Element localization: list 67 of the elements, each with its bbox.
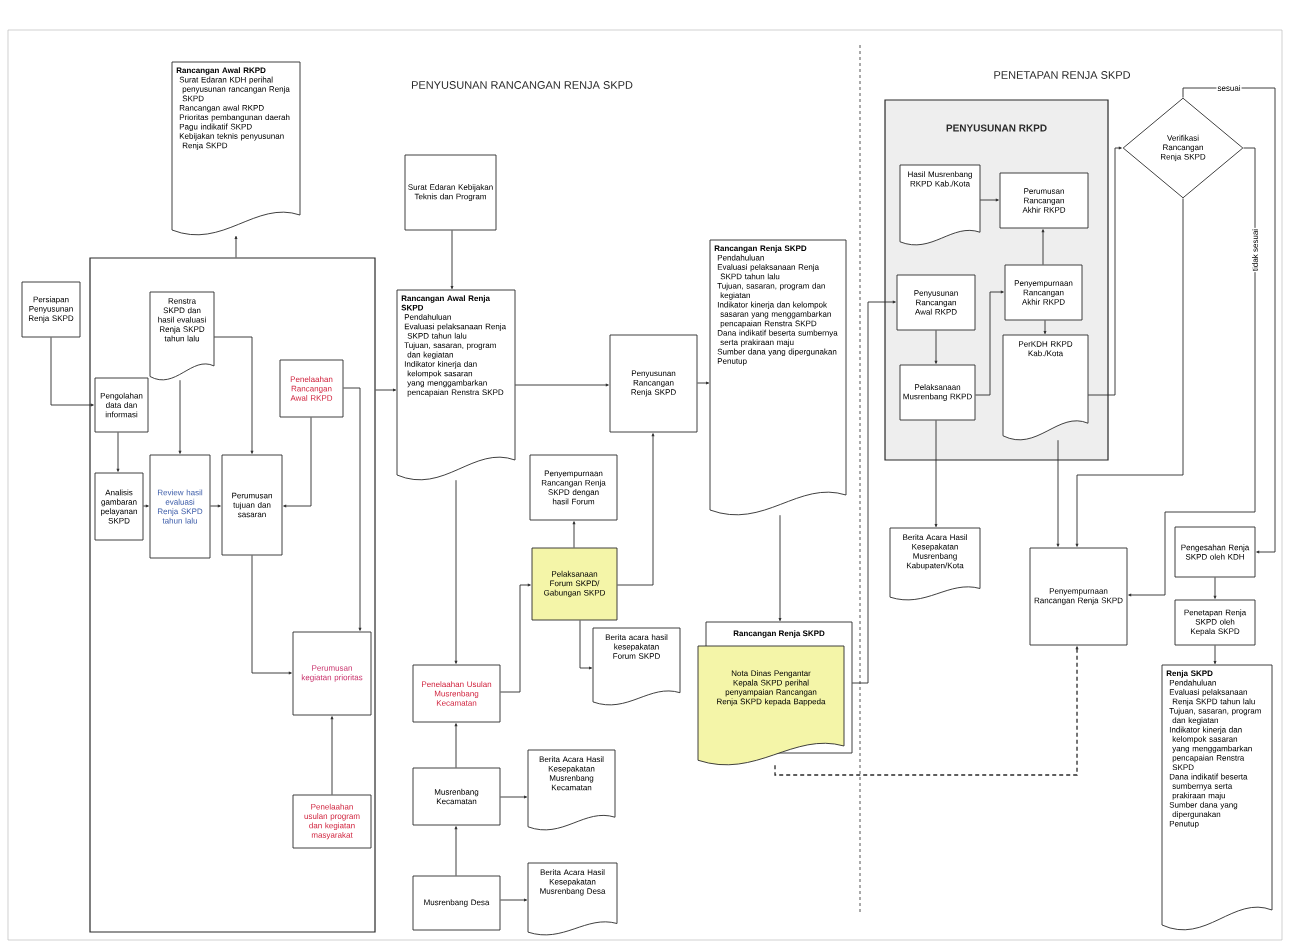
arrow: [1213, 577, 1217, 599]
process-box: Musrenbang Desa: [412, 875, 501, 931]
process-box: Review hasil evaluasi Renja SKPD tahun lalu: [149, 454, 211, 559]
section-title: PENETAPAN RENJA SKPD: [994, 71, 1131, 79]
arrow: [454, 826, 458, 876]
process-box: Penelaahan usulan program dan kegiatan masyarakat: [292, 794, 372, 849]
edge-label: tidak sesuai: [1251, 227, 1259, 273]
arrow: [251, 555, 292, 675]
arrow: [330, 716, 334, 795]
arrow: [234, 235, 238, 258]
arrow: [1182, 87, 1276, 554]
document-stack: Rancangan Renja SKPD Nota Dinas Pengantar Kepala SKPD perihal penyampaian Rancangan Renja SKPD kepada Bappeda: [697, 621, 853, 766]
arrow: [579, 620, 593, 670]
arrow: [514, 383, 609, 387]
process-box: Penyempurnaan Rancangan Renja SKPD dengan hasil Forum: [529, 454, 618, 521]
arrow: [450, 230, 454, 290]
arrow: [934, 330, 938, 364]
arrow: [50, 337, 94, 407]
arrow: [572, 521, 576, 548]
arrow: [1056, 439, 1060, 547]
arrow: [375, 388, 397, 392]
arrow: [178, 379, 182, 454]
dashed-arrow: [774, 646, 1079, 776]
arrow: [1075, 198, 1184, 547]
process-box: Analisis gambaran pelayanan SKPD: [94, 472, 144, 541]
process-box: Pelaksanaan Musrenbang RKPD: [899, 364, 976, 421]
arrow: [500, 583, 531, 693]
arrow: [500, 795, 528, 799]
process-box: Pengesahan Renja SKPD oleh KDH: [1174, 526, 1256, 578]
arrow: [343, 387, 362, 631]
process-box: Pengolahan data dan informasi: [94, 377, 149, 433]
process-box: Perumusan tujuan dan sasaran: [221, 454, 283, 556]
section-title: PENYUSUNAN RANCANGAN RENJA SKPD: [412, 81, 633, 89]
process-box: Penyusunan Rancangan Awal RKPD: [896, 274, 976, 331]
arrow: [454, 479, 458, 664]
arrow: [1043, 320, 1047, 335]
process-box: Musrenbang Kecamatan: [412, 767, 501, 826]
process-box: Perumusan Rancangan Akhir RKPD: [999, 172, 1089, 229]
arrow: [617, 433, 655, 586]
arrow: [1128, 147, 1256, 597]
arrow: [500, 898, 528, 902]
process-box: Persiapan Penyusunan Renja SKPD: [21, 281, 81, 338]
arrow: [934, 420, 938, 528]
arrow: [975, 290, 1004, 396]
arrow: [454, 723, 458, 768]
process-box: Surat Edaran Kebijakan Teknis dan Program: [404, 154, 497, 231]
arrow: [778, 514, 782, 622]
arrow: [1087, 146, 1122, 396]
arrow: [116, 432, 120, 472]
process-box: Perumusan kegiatan prioritas: [292, 631, 372, 716]
arrow: [1213, 645, 1217, 665]
process-box: Pelaksanaan Forum SKPD/ Gabungan SKPD: [531, 547, 618, 621]
arrow: [210, 504, 221, 508]
arrow: [851, 300, 896, 684]
process-box: Penyempurnaan Rancangan Renja SKPD: [1029, 547, 1128, 646]
arrow: [283, 417, 312, 508]
arrow: [1041, 229, 1045, 265]
process-box: Penetapan Renja SKPD oleh Kepala SKPD: [1174, 599, 1256, 646]
process-box: Penyempurnaan Rancangan Akhir RKPD: [1004, 264, 1083, 321]
arrow: [697, 381, 710, 385]
process-box: Penyusunan Rancangan Renja SKPD: [609, 334, 698, 433]
process-box: Penelaahan Usulan Musrenbang Kecamatan: [412, 664, 501, 723]
process-box: Penelaahan Rancangan Awal RKPD: [279, 359, 344, 418]
edge-label: sesuai: [1216, 84, 1242, 92]
arrow: [979, 198, 999, 202]
arrow: [143, 504, 149, 508]
arrow: [213, 336, 254, 454]
